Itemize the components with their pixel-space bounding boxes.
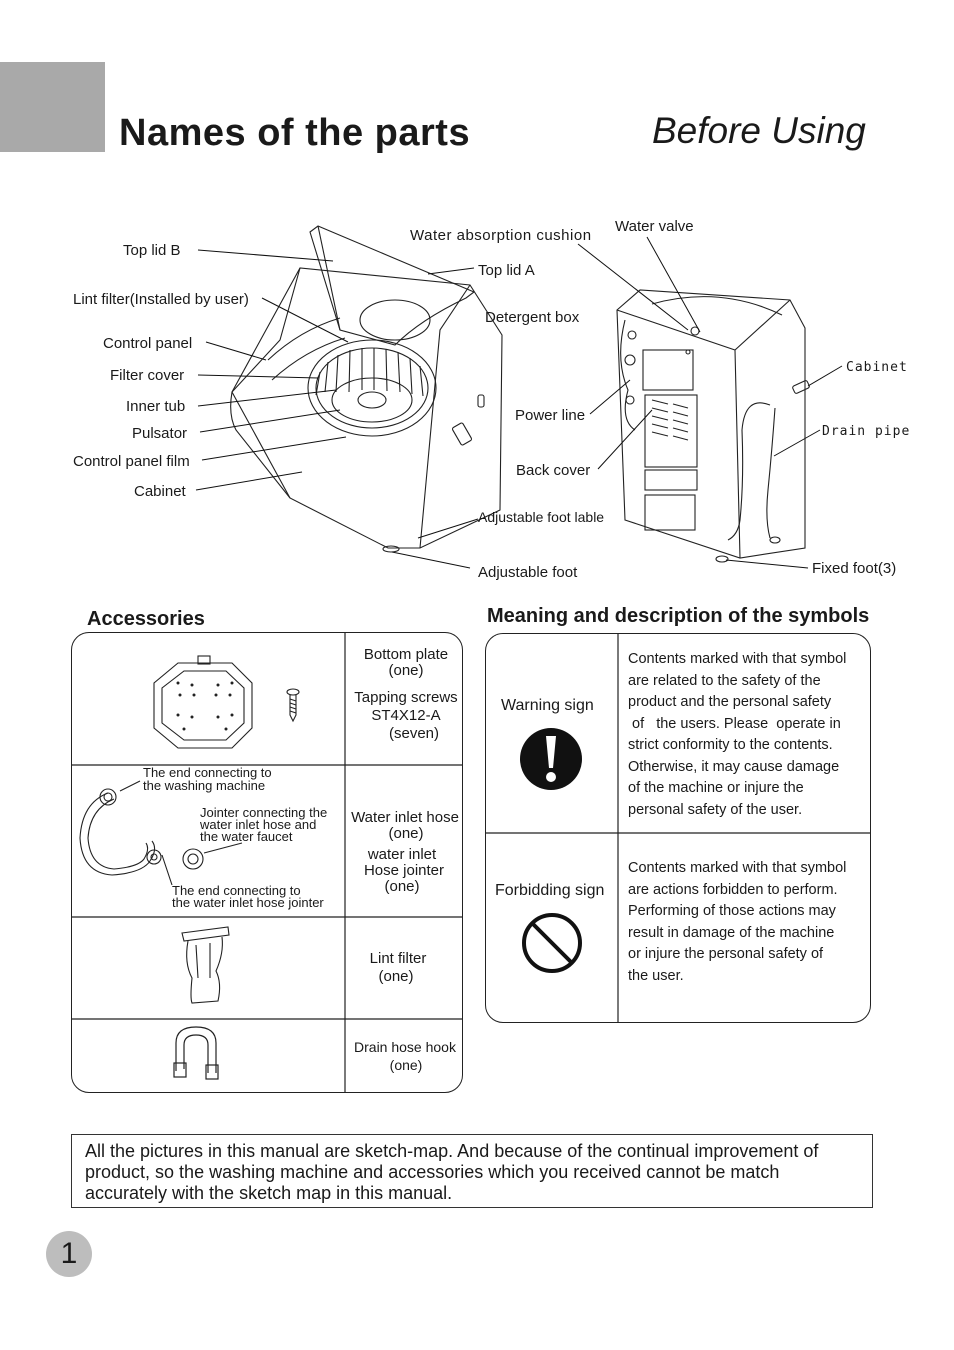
warning-line-5: strict conformity to the contents. xyxy=(628,737,833,753)
front-machine-body xyxy=(231,267,503,549)
warning-line-3: product and the personal safety xyxy=(628,694,832,710)
page-number: 1 xyxy=(46,1231,92,1277)
detergent-box xyxy=(359,299,431,341)
water-inlet-hose-icon xyxy=(79,780,243,886)
label-back-cover: Back cover xyxy=(516,462,591,479)
label-water-absorption-cushion: Water absorption cushion xyxy=(410,227,592,244)
bottom-plate-qty: (one) xyxy=(388,662,424,679)
water-inlet-jointer-2: Hose jointer xyxy=(363,862,445,879)
inner-tub xyxy=(307,339,437,437)
warning-line-1: Contents marked with that symbol xyxy=(628,651,847,667)
water-inlet-hose-qty: (one) xyxy=(388,825,424,842)
page-title: Names of the parts xyxy=(119,112,471,154)
top-lid xyxy=(309,225,476,346)
forbidding-line-4: result in damage of the machine xyxy=(628,924,835,941)
back-cover xyxy=(644,394,698,468)
label-top-lid-b: Top lid B xyxy=(123,242,181,259)
tapping-screw-icon xyxy=(286,688,300,723)
forbidding-icon xyxy=(522,913,582,973)
label-power-line: Power line xyxy=(515,407,586,424)
warning-line-6: Otherwise, it may cause damage xyxy=(628,758,840,775)
forbidding-line-1: Contents marked with that symbol xyxy=(628,860,847,876)
jointer-note-2: water inlet hose and xyxy=(200,817,317,832)
accessories-table: Bottom plate (one) Tapping screws ST4X12… xyxy=(71,632,463,1093)
hose-end-jointer-1: The end connecting to xyxy=(172,883,301,898)
forbidding-line-2: are actions forbidden to perform. xyxy=(628,881,838,898)
warning-line-8: personal safety of the user. xyxy=(628,801,803,818)
label-filter-cover: Filter cover xyxy=(110,367,185,384)
symbols-grid xyxy=(486,634,870,1022)
tapping-screws-label: Tapping screws xyxy=(354,689,458,706)
warning-icon xyxy=(520,728,582,790)
label-fixed-foot: Fixed foot(3) xyxy=(812,560,897,577)
drain-hook-qty: (one) xyxy=(389,1057,423,1073)
label-top-lid-a: Top lid A xyxy=(478,262,535,279)
drain-hose-hook-icon xyxy=(173,1026,219,1080)
lint-filter-icon xyxy=(181,926,230,1004)
label-pulsator: Pulsator xyxy=(132,425,188,442)
warning-description: Contents marked with that symbol are rel… xyxy=(628,649,860,821)
water-inlet-jointer-1: water inlet xyxy=(367,846,437,863)
water-inlet-hose-label: Water inlet hose xyxy=(351,809,459,826)
accessories-grid xyxy=(72,633,462,1092)
forbidding-sign-label: Forbidding sign xyxy=(495,882,605,899)
label-detergent-box: Detergent box xyxy=(485,309,580,326)
bottom-plate-icon xyxy=(153,655,253,749)
warning-sign-label: Warning sign xyxy=(501,697,594,714)
label-adjustable-foot: Adjustable foot xyxy=(478,564,578,581)
lint-filter-label: Lint filter xyxy=(369,950,427,967)
jointer-note-3: the water faucet xyxy=(200,829,293,844)
forbidding-line-3: Performing of those actions may xyxy=(628,903,836,919)
label-drain-pipe: Drain pipe xyxy=(822,424,911,439)
hose-end-machine-2: the washing machine xyxy=(143,778,266,793)
symbols-heading: Meaning and description of the symbols xyxy=(487,605,870,627)
drain-pipe xyxy=(727,402,771,541)
section-title: Before Using xyxy=(652,110,866,151)
header-gray-block xyxy=(0,62,105,152)
water-inlet-jointer-qty: (one) xyxy=(384,878,420,895)
warning-line-4: of the users. Please operate in xyxy=(628,715,841,732)
jointer-note-1: Jointer connecting the xyxy=(200,805,328,820)
hose-end-machine-1: The end connecting to xyxy=(143,765,272,780)
forbidding-description: Contents marked with that symbol are act… xyxy=(628,858,868,987)
label-control-panel: Control panel xyxy=(103,335,193,352)
label-adjustable-foot-lable: Adjustable foot lable xyxy=(478,509,605,525)
label-water-valve: Water valve xyxy=(615,218,694,235)
warning-line-7: of the machine or injure the xyxy=(628,780,804,796)
tapping-screws-spec: ST4X12-A xyxy=(371,707,441,724)
disclaimer-note: All the pictures in this manual are sket… xyxy=(71,1134,873,1208)
label-control-panel-film: Control panel film xyxy=(73,453,190,470)
bottom-plate-label: Bottom plate xyxy=(363,646,449,663)
warning-line-2: are related to the safety of the xyxy=(628,672,821,689)
hose-end-jointer-2: the water inlet hose jointer xyxy=(172,895,324,910)
symbols-table: Warning sign Forbidding sign Contents ma… xyxy=(485,633,871,1023)
forbidding-line-5: or injure the personal safety of xyxy=(628,946,824,962)
tapping-screws-qty: (seven) xyxy=(388,725,440,742)
drain-hook-label: Drain hose hook xyxy=(354,1039,456,1055)
label-lint-filter: Lint filter(Installed by user) xyxy=(73,291,249,308)
accessories-heading: Accessories xyxy=(87,608,205,630)
lint-filter-qty: (one) xyxy=(378,968,414,985)
label-cabinet-front: Cabinet xyxy=(134,483,186,500)
label-inner-tub: Inner tub xyxy=(126,398,186,415)
forbidding-line-6: the user. xyxy=(628,967,684,984)
label-cabinet-back: Cabinet xyxy=(846,360,908,375)
